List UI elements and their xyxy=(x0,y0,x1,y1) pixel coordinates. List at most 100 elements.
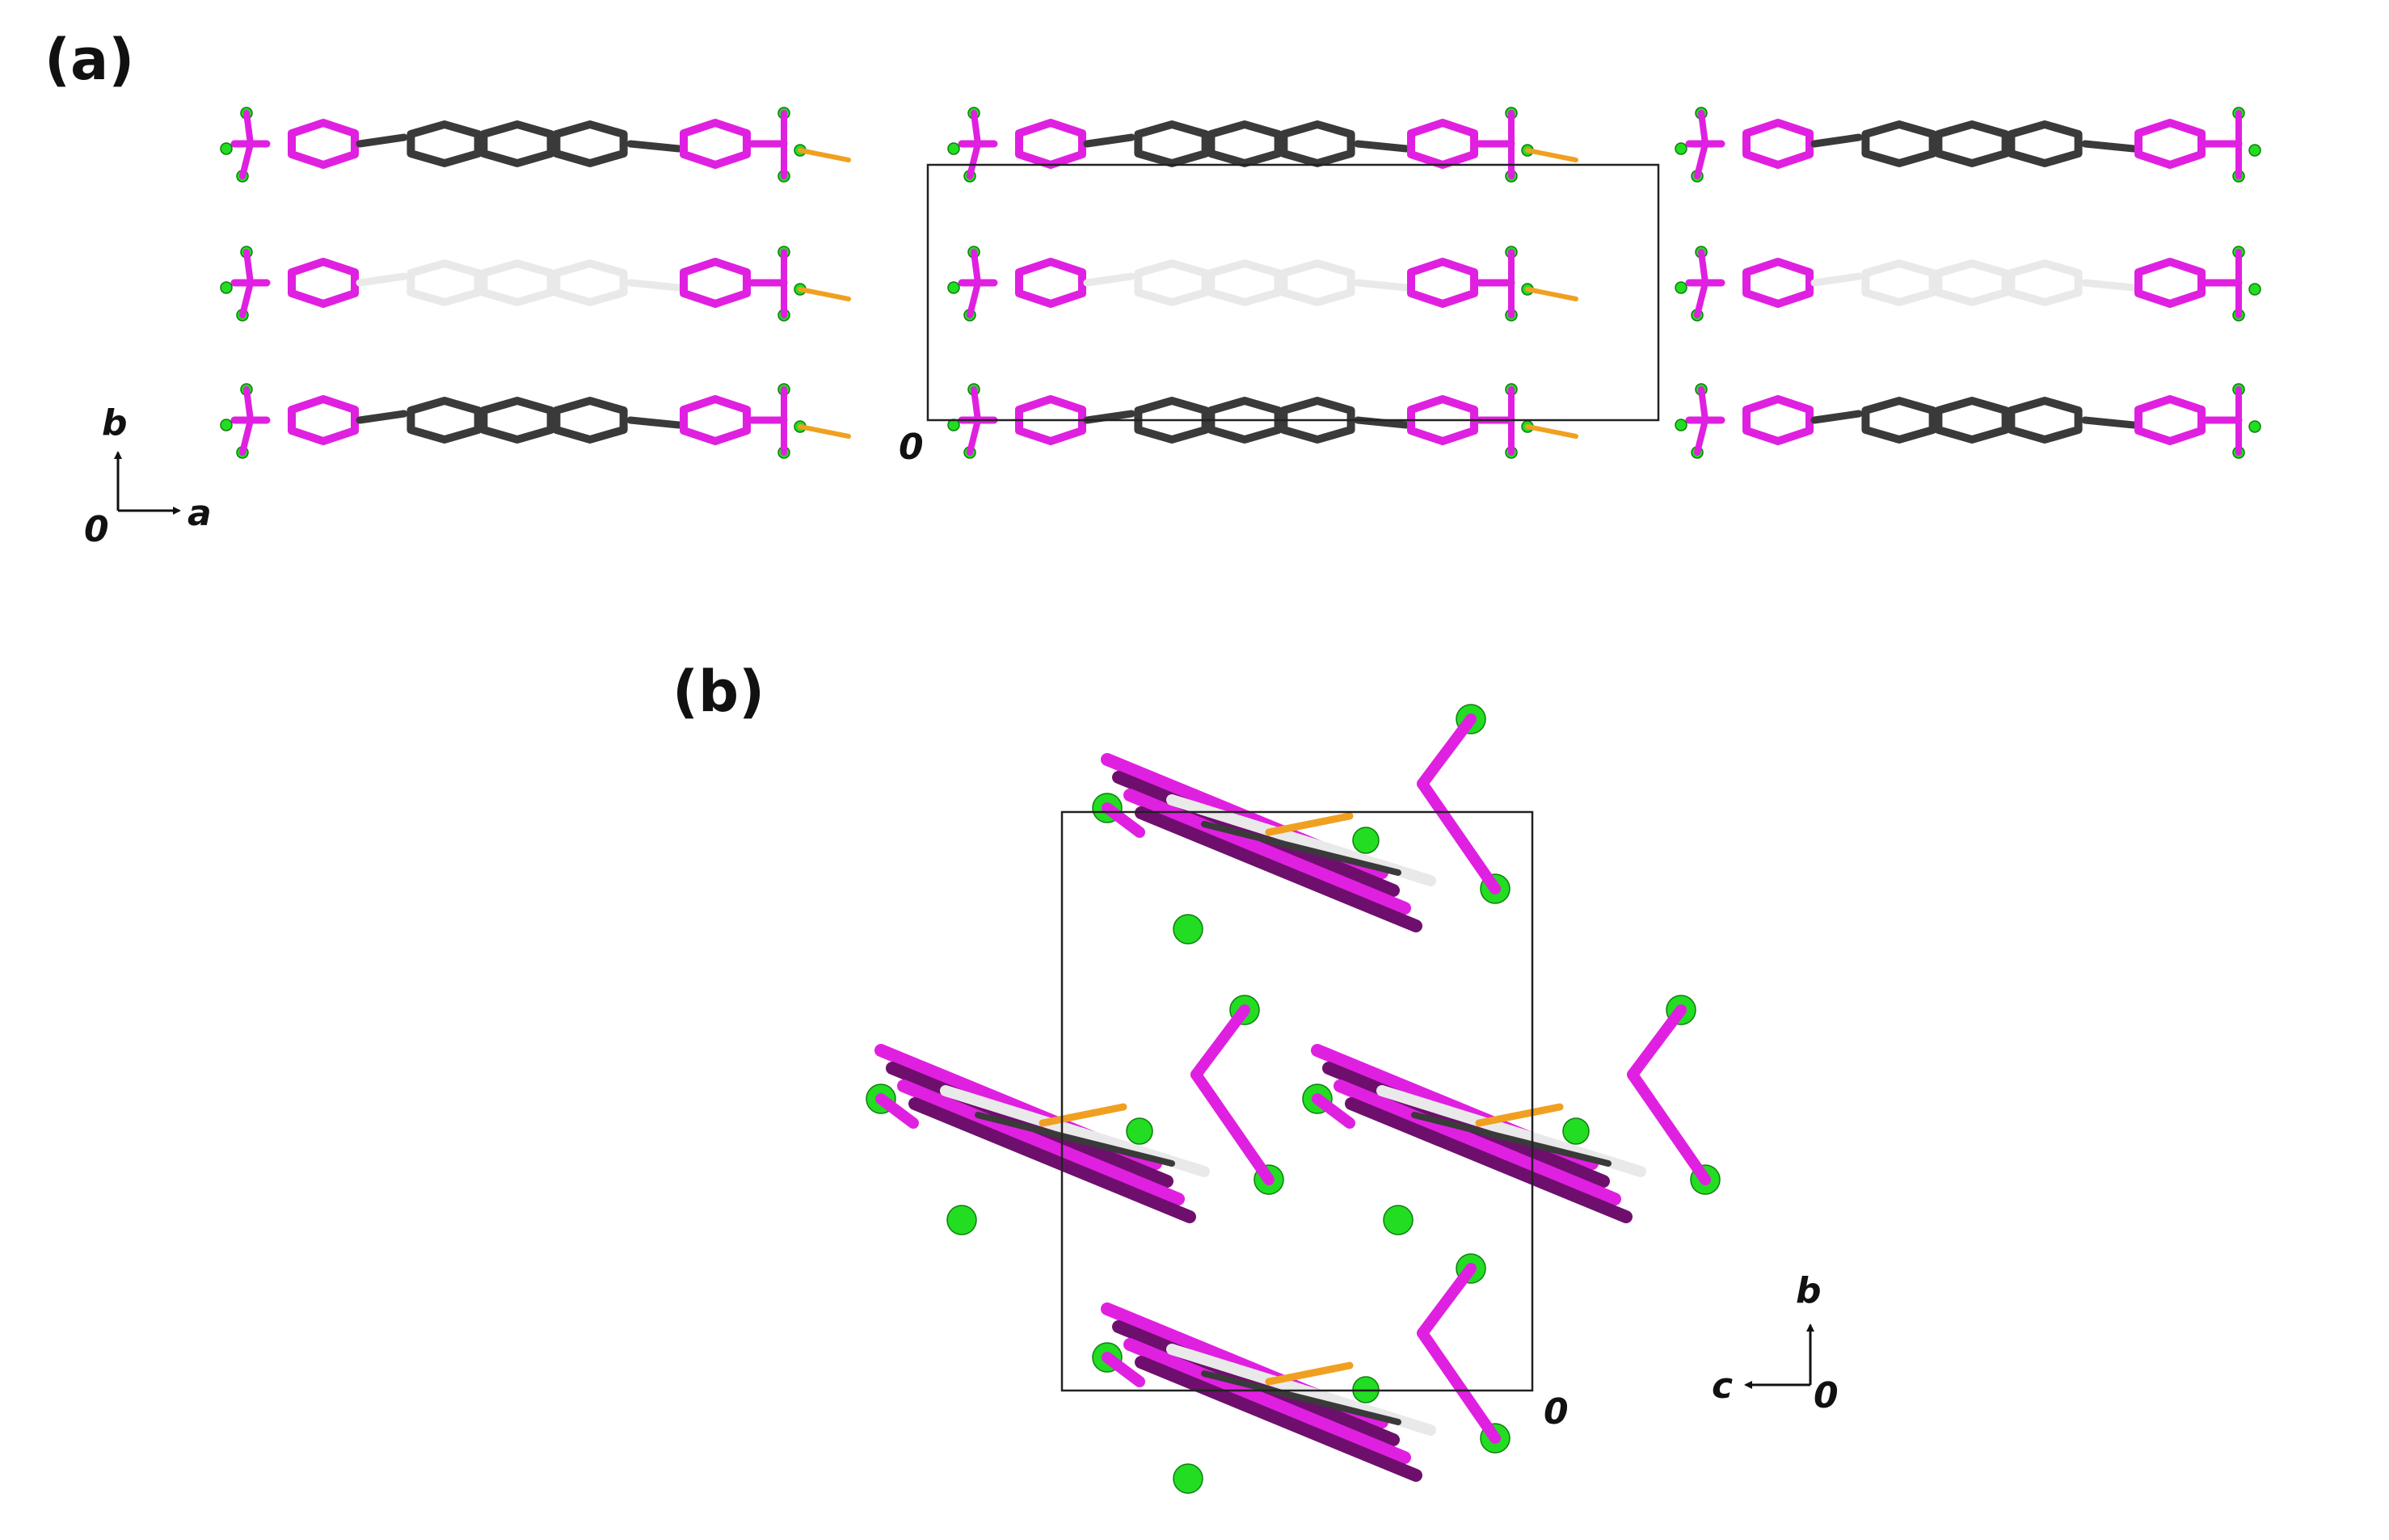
fluorinated-ring xyxy=(1407,119,1478,169)
bond xyxy=(971,386,981,423)
aromatic-core-ring xyxy=(1934,120,2010,167)
bond xyxy=(2081,279,2138,292)
aromatic-core-ring xyxy=(2007,397,2083,444)
aromatic-core-ring xyxy=(407,120,482,167)
fluorine-atom xyxy=(1126,1117,1153,1145)
fluorine-atom xyxy=(1562,1117,1590,1145)
bond xyxy=(356,410,408,424)
bond xyxy=(1698,386,1709,423)
bond xyxy=(1417,1263,1477,1339)
molecule-stack xyxy=(1092,704,1511,945)
fluorinated-ring xyxy=(1015,395,1086,445)
bond xyxy=(2081,416,2138,429)
aromatic-core-ring xyxy=(2007,120,2083,167)
fluorine-atom xyxy=(1352,827,1380,854)
bond xyxy=(1354,279,1410,292)
aromatic-core-ring xyxy=(407,259,482,306)
fluorinated-ring xyxy=(1015,258,1086,308)
fluorine-atom xyxy=(1383,1205,1414,1235)
fluorine-atom xyxy=(1173,1463,1203,1494)
bond xyxy=(1475,1103,1564,1127)
fluorine-atom xyxy=(220,419,233,431)
bond xyxy=(798,287,851,301)
bond xyxy=(975,1112,1175,1167)
bond xyxy=(1525,287,1578,301)
fluorine-atom xyxy=(2248,420,2261,433)
molecule xyxy=(1675,246,2261,322)
aromatic-core-ring xyxy=(1134,259,1210,306)
panel-b-cell-origin-label: 0 xyxy=(1544,1391,1569,1433)
bond xyxy=(626,279,683,292)
panel-b-unit-cell xyxy=(1060,810,1534,1392)
bond xyxy=(1694,280,1709,318)
bond xyxy=(1334,1079,1621,1205)
bond xyxy=(1123,1338,1411,1464)
panel-a-axis-indicator: b a 0 xyxy=(84,402,212,550)
panel-b-molecules xyxy=(866,704,1721,1494)
fluorine-atom xyxy=(2248,283,2261,296)
fluorine-atom xyxy=(220,281,233,294)
bond xyxy=(243,386,254,423)
bond xyxy=(1810,272,1863,287)
aromatic-core-ring xyxy=(1934,259,2010,306)
bond xyxy=(1345,1097,1633,1223)
panel-b-axis-b-label: b xyxy=(1796,1270,1822,1311)
fluorine-atom xyxy=(947,281,960,294)
bond xyxy=(798,424,851,439)
aromatic-core-ring xyxy=(479,397,555,444)
fluorinated-ring xyxy=(1742,119,1814,169)
aromatic-core-ring xyxy=(1861,397,1937,444)
fluorinated-ring xyxy=(1407,395,1478,445)
molecule xyxy=(947,383,1578,459)
bond xyxy=(1417,1328,1501,1444)
bond xyxy=(1312,1093,1355,1129)
molecule xyxy=(220,246,851,322)
bond xyxy=(1039,1103,1127,1127)
fluorinated-ring xyxy=(680,395,751,445)
fluorinated-ring xyxy=(680,119,751,169)
bond xyxy=(1525,148,1578,162)
bond xyxy=(1190,1069,1275,1185)
bond xyxy=(1083,410,1136,424)
bond xyxy=(1135,1356,1422,1482)
fluorinated-ring xyxy=(1742,395,1814,445)
bond xyxy=(1354,140,1410,153)
panel-a-cell-origin-label: 0 xyxy=(899,427,924,468)
aromatic-core-ring xyxy=(2007,259,2083,306)
bond xyxy=(1627,1069,1711,1185)
bond xyxy=(1525,424,1578,439)
fluorine-atom xyxy=(1675,281,1687,294)
aromatic-core-ring xyxy=(1279,397,1355,444)
fluorinated-ring xyxy=(2134,258,2206,308)
fluorine-atom xyxy=(1675,142,1687,155)
bond xyxy=(1698,249,1709,286)
bond xyxy=(626,140,683,153)
bond xyxy=(798,148,851,162)
bond xyxy=(1265,812,1354,836)
fluorine-atom xyxy=(947,142,960,155)
bond xyxy=(243,249,254,286)
bond xyxy=(239,141,254,179)
bond xyxy=(967,417,981,456)
panel-a-unit-cell xyxy=(926,163,1660,422)
aromatic-core-ring xyxy=(552,259,628,306)
aromatic-core-ring xyxy=(1207,259,1283,306)
fluorine-atom xyxy=(220,142,233,155)
bond xyxy=(1265,1361,1354,1386)
fluorinated-ring xyxy=(288,258,359,308)
molecule xyxy=(1675,383,2261,459)
molecule xyxy=(1675,107,2261,183)
bond xyxy=(1083,133,1136,148)
fluorinated-ring xyxy=(680,258,751,308)
bond xyxy=(875,1093,919,1129)
panel-a-label: (a) xyxy=(44,27,134,93)
panel-a-axis-a-label: a xyxy=(187,493,212,534)
bond xyxy=(1694,141,1709,179)
molecule xyxy=(220,107,851,183)
molecule-stack xyxy=(1092,1253,1511,1494)
aromatic-core-ring xyxy=(1279,120,1355,167)
fluorinated-ring xyxy=(288,119,359,169)
panel-a-axis-origin-label: 0 xyxy=(84,509,109,550)
bond xyxy=(1083,272,1136,287)
molecule xyxy=(220,383,851,459)
